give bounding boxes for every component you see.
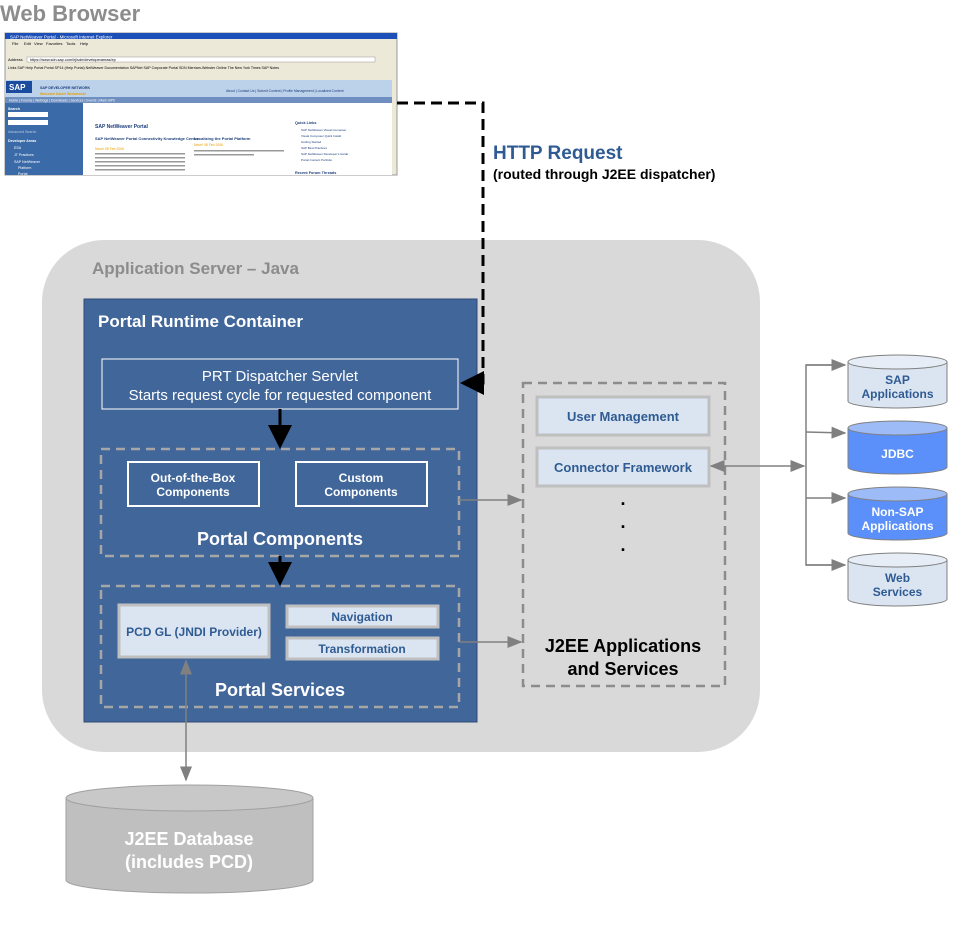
sidebar-jt[interactable]: JT Practices	[14, 153, 34, 157]
sidebar-netweaver[interactable]: SAP NetWeaver	[14, 160, 41, 164]
site-name: SAP DEVELOPER NETWORK	[40, 86, 90, 90]
application-server-title: Application Server – Java	[92, 259, 299, 278]
label: Web	[885, 571, 910, 585]
address-label: Address	[8, 57, 23, 62]
browser-title: Web Browser	[0, 1, 141, 26]
article1-title[interactable]: SAP NetWeaver Portal Connectivity Knowle…	[95, 136, 199, 141]
quick-link[interactable]: Portal Content Portfolio	[301, 158, 332, 162]
portal-components-label: Portal Components	[197, 529, 363, 549]
dispatcher-subtitle: Starts request cycle for requested compo…	[129, 387, 432, 404]
ellipsis-dot: .	[620, 512, 625, 532]
j2ee-label: J2EE Applications	[545, 636, 701, 656]
label: Non-SAP	[872, 505, 924, 519]
prc-title: Portal Runtime Container	[98, 312, 303, 331]
browser-screenshot: SAP NetWeaver Portal - Microsoft Interne…	[4, 32, 398, 176]
quick-link[interactable]: Getting Started	[301, 140, 322, 144]
address-value: https://www.sdn.sap.com/irj/sdn/develope…	[30, 58, 116, 62]
menu-help[interactable]: Help	[80, 41, 89, 46]
quick-link[interactable]: SAP NetWeaver Visual Composer	[301, 128, 346, 132]
quick-link[interactable]: Visual Composer Quick Install	[301, 134, 341, 138]
ellipsis-dot: .	[620, 489, 625, 509]
label: Components	[156, 485, 230, 499]
menu-view[interactable]: View	[34, 41, 43, 46]
quick-link[interactable]: SAP NetWeaver Developer's Guide	[301, 152, 348, 156]
label: Navigation	[331, 610, 392, 624]
label: Connector Framework	[554, 460, 693, 475]
user-management-box	[535, 395, 711, 437]
sap-logo	[6, 81, 32, 93]
quick-links-title: Quick Links	[295, 121, 317, 125]
label: PCD GL (JNDI Provider)	[126, 625, 262, 639]
http-request-subtitle: (routed through J2EE dispatcher)	[493, 166, 715, 182]
sidebar-portal[interactable]: Portal	[18, 172, 28, 176]
out-of-the-box-components	[127, 461, 260, 507]
connector-framework-box	[535, 446, 711, 488]
label: JDBC	[881, 447, 914, 461]
svg-text:SAP: SAP	[9, 83, 26, 92]
j2ee-database: J2EE Database (includes PCD)	[65, 784, 314, 894]
recent-threads: Recent Forum Threads	[295, 171, 336, 175]
window-title: SAP NetWeaver Portal - Microsoft Interne…	[10, 35, 113, 40]
label: Applications	[861, 519, 933, 533]
menu-file[interactable]: File	[12, 41, 19, 46]
quick-link[interactable]: SAP Best Practices	[301, 146, 327, 150]
portal-services-label: Portal Services	[215, 680, 345, 700]
portal-components-group	[99, 447, 461, 558]
sidebar-advanced-search[interactable]: Advanced Search	[8, 130, 36, 134]
article2-date: Neue! 08 Feb 2006	[194, 143, 223, 147]
sidebar-search: Search	[8, 107, 20, 111]
label: Applications	[861, 387, 933, 401]
label: Out-of-the-Box	[151, 471, 236, 485]
article2-title[interactable]: Localizing the Portal Platform	[194, 136, 251, 141]
site-nav[interactable]: Home | Forums | Weblogs | Downloads | Se…	[9, 99, 116, 103]
address-bar[interactable]	[26, 56, 376, 63]
custom-components	[295, 461, 428, 507]
ellipsis-dot: .	[620, 535, 625, 555]
welcome-text: Welcome Daniel Wroblewski	[40, 92, 86, 96]
sidebar-developer-areas[interactable]: Developer Areas	[8, 139, 36, 143]
menu-favorites[interactable]: Favorites	[46, 41, 62, 46]
j2ee-apps-group	[521, 381, 727, 688]
links-bar: Links SAP Help Portal Portal SP14 (Help …	[8, 66, 279, 70]
pcd-gl-box	[117, 603, 271, 659]
sidebar-esa[interactable]: ESA	[14, 146, 22, 150]
menu-edit[interactable]: Edit	[24, 41, 32, 46]
label: Transformation	[318, 642, 405, 656]
label: J2EE Database	[124, 829, 253, 849]
http-request-arrow	[397, 101, 485, 395]
label: Custom	[339, 471, 384, 485]
label: Components	[324, 485, 398, 499]
label: (includes PCD)	[125, 852, 253, 872]
top-links[interactable]: About | Contact Us | Submit Content | Pr…	[226, 89, 344, 93]
article1-date: Neue! 08 Feb 2006	[95, 147, 124, 151]
dispatcher-title: PRT Dispatcher Servlet	[202, 368, 359, 385]
navigation-box	[285, 604, 440, 629]
http-request-title: HTTP Request	[493, 143, 623, 164]
backend-jdbc: JDBC	[847, 420, 948, 475]
connector-lines	[805, 364, 845, 566]
sidebar-platform[interactable]: Platform	[18, 166, 31, 170]
menu-tools[interactable]: Tools	[66, 41, 75, 46]
page-heading: SAP NetWeaver Portal	[95, 124, 149, 130]
j2ee-label: and Services	[567, 659, 678, 679]
transformation-box	[285, 636, 440, 661]
label: SAP	[885, 373, 910, 387]
label: User Management	[567, 409, 680, 424]
label: Services	[873, 585, 923, 599]
